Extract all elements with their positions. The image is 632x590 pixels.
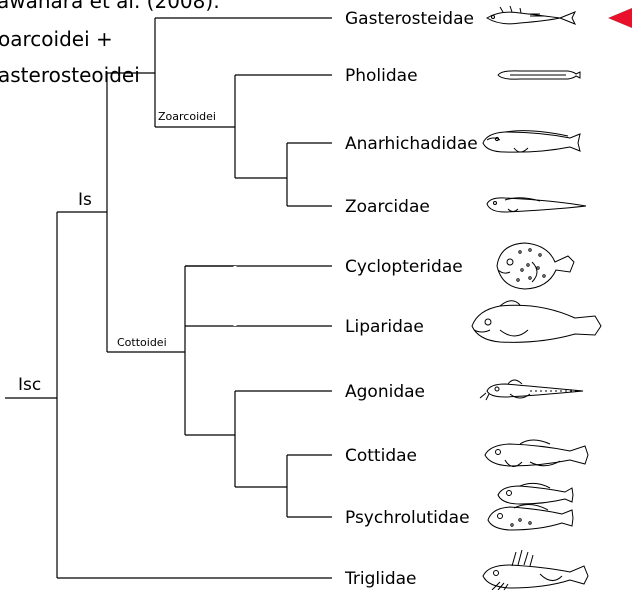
node-label-isc: Isc	[18, 375, 41, 395]
node-label-cottoidei: Cottoidei	[117, 336, 167, 349]
taxon-label-pholidae: Pholidae	[345, 66, 418, 86]
taxon-label-liparidae: Liparidae	[345, 317, 424, 337]
lumpsucker-icon	[497, 243, 574, 289]
taxon-label-psychrolutidae: Psychrolutidae	[345, 508, 470, 528]
fathead-sculpin-icon	[488, 483, 573, 530]
highlight-marker-icon	[608, 8, 632, 28]
taxon-label-triglidae: Triglidae	[344, 569, 417, 589]
sculpin-icon	[485, 440, 588, 467]
header-line-2: oarcoidei +	[0, 27, 113, 51]
stickleback-fish-icon	[487, 6, 575, 24]
tree-branches	[5, 18, 332, 578]
wolffish-icon	[483, 131, 580, 152]
node-label-is: Is	[78, 190, 92, 210]
header-line-1: awahara et al. (2008):	[0, 0, 220, 13]
taxon-label-anarhichadidae: Anarhichadidae	[345, 134, 478, 154]
node-label-zoarcoidei: Zoarcoidei	[158, 110, 216, 123]
taxon-label-zoarcidae: Zoarcidae	[345, 197, 430, 217]
gunnel-fish-icon	[498, 71, 580, 79]
taxon-label-cyclopteridae: Cyclopteridae	[345, 257, 463, 277]
eelpout-icon	[487, 198, 586, 212]
taxon-label-cottidae: Cottidae	[345, 446, 417, 466]
poacher-icon	[480, 380, 583, 400]
header-line-3: asterosteoidei	[0, 63, 140, 87]
searobin-icon	[483, 550, 588, 590]
snailfish-icon	[472, 301, 601, 343]
taxon-label-gasterosteidae: Gasterosteidae	[345, 9, 474, 29]
taxon-label-agonidae: Agonidae	[345, 382, 425, 402]
